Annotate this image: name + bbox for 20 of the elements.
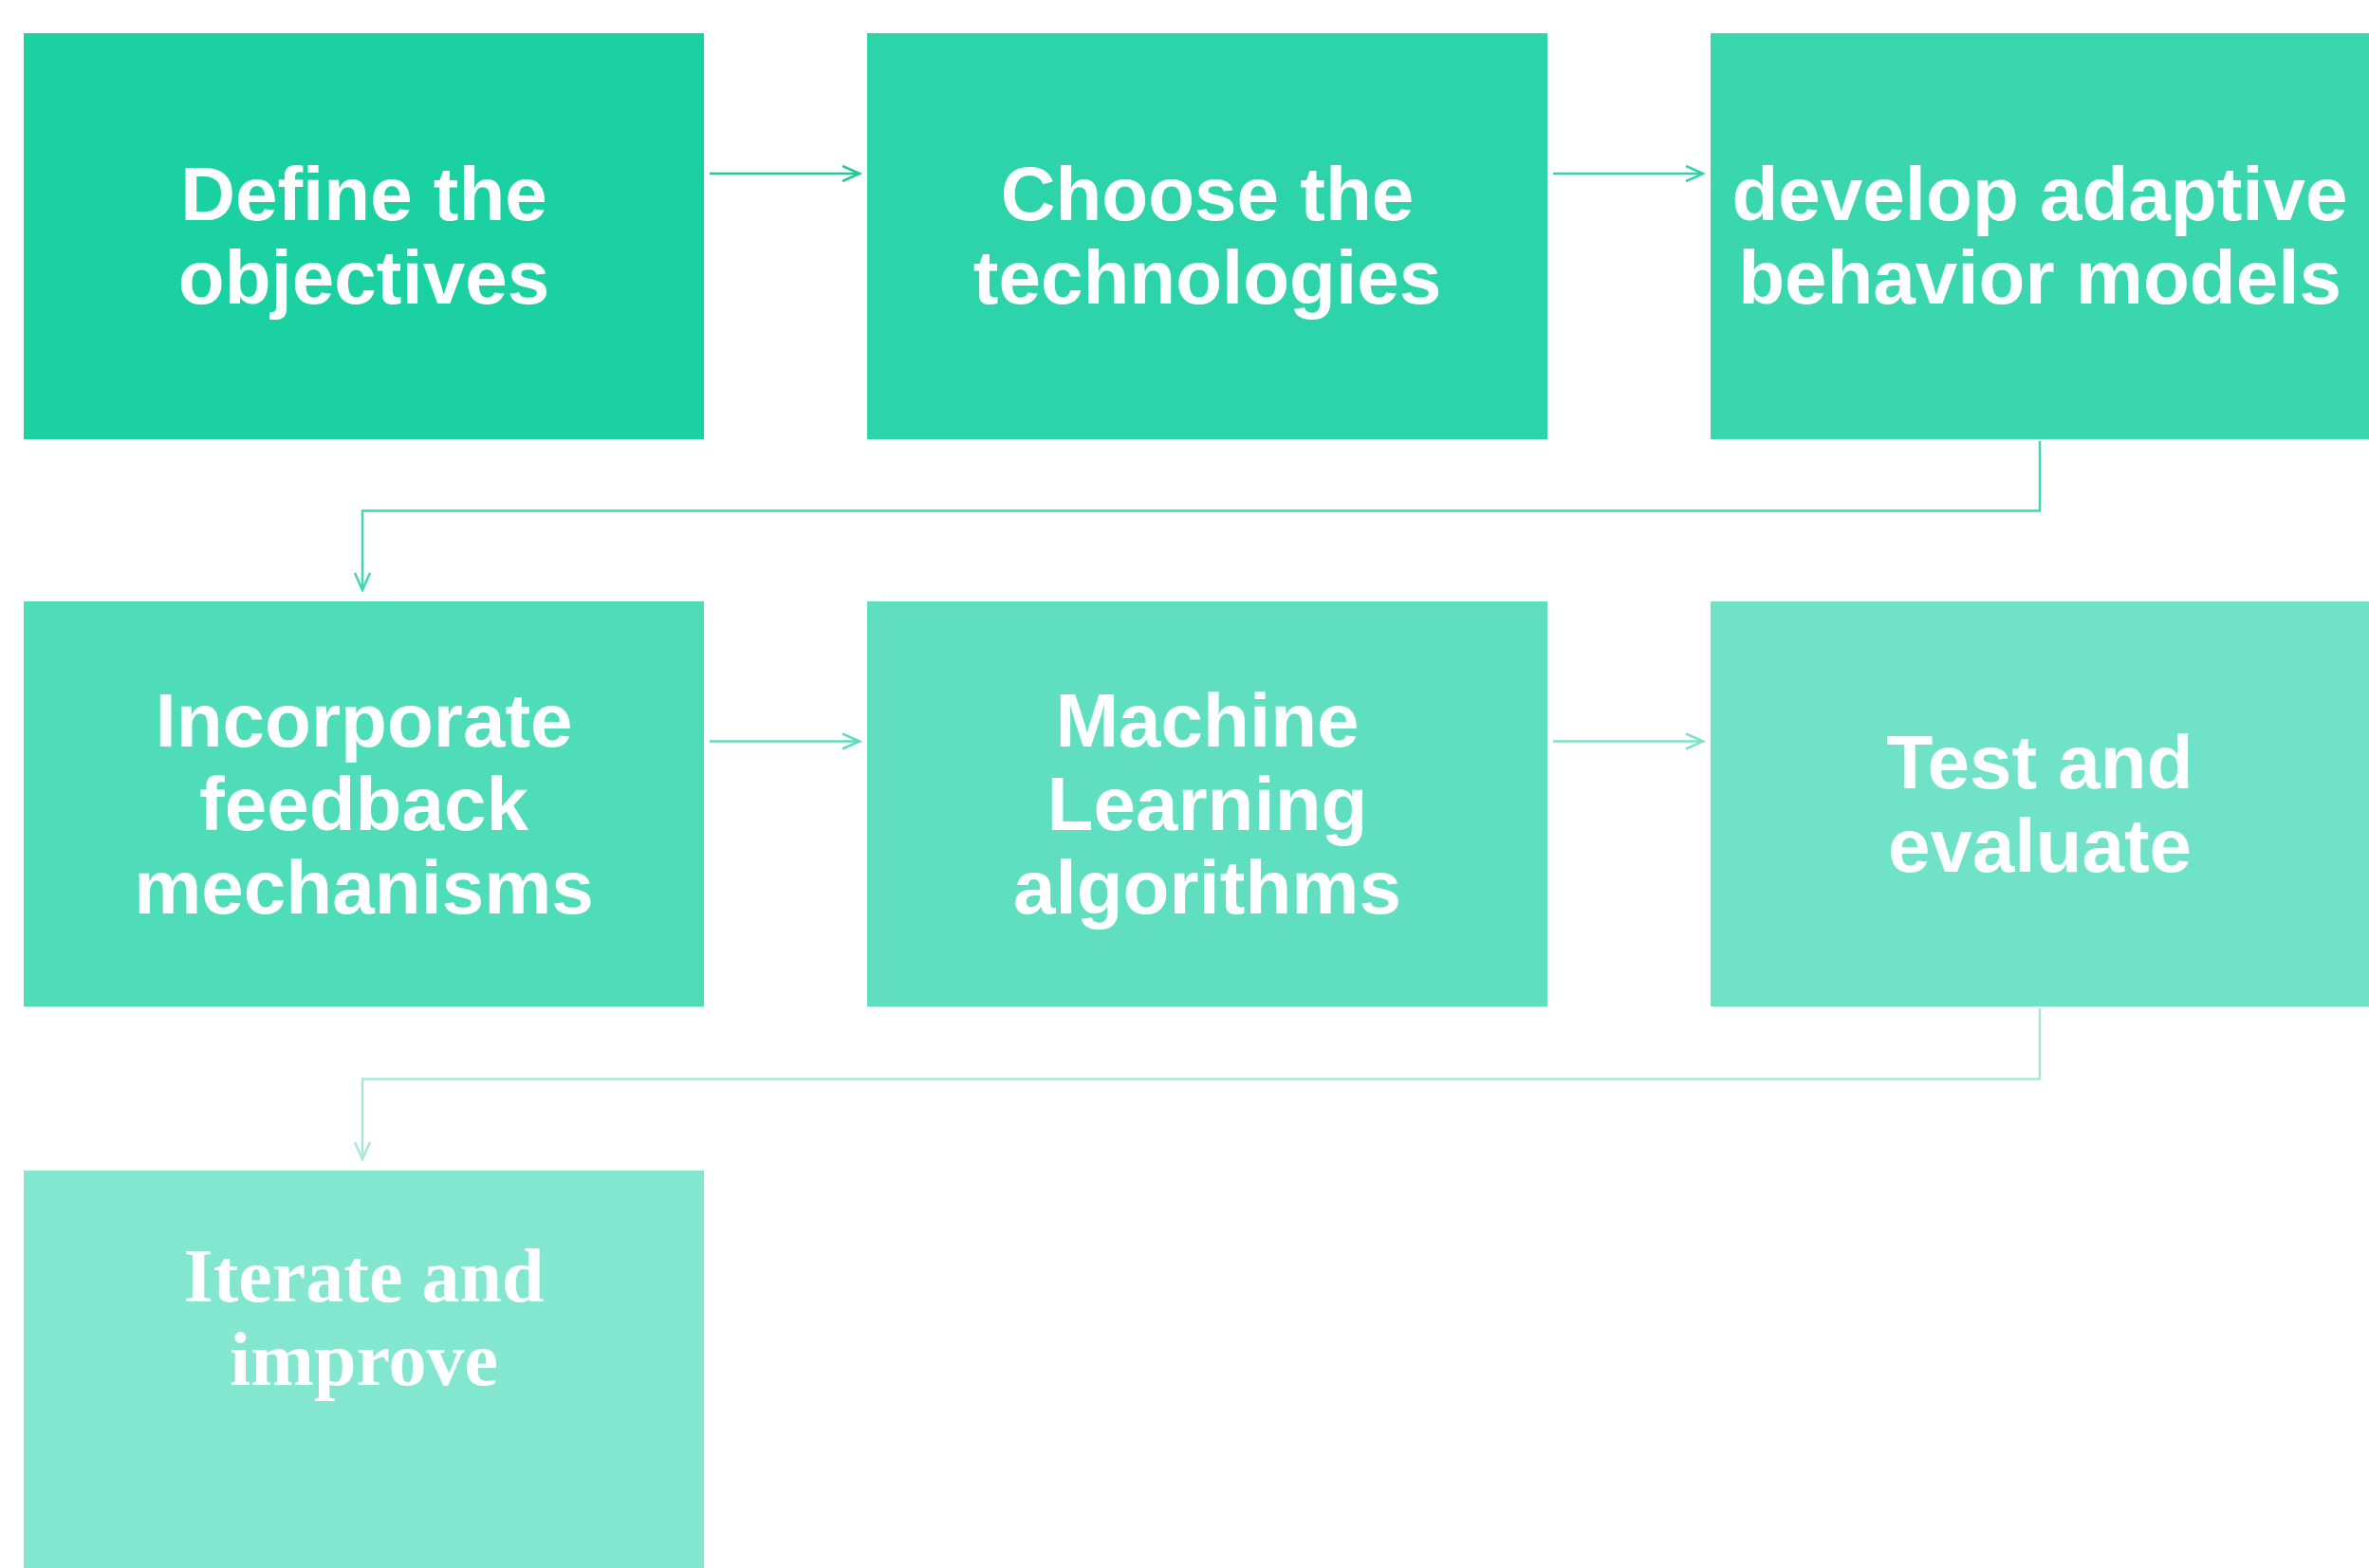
process-box <box>24 601 704 1006</box>
step-label: Iterate and improve <box>182 1233 546 1401</box>
process-box <box>867 601 1547 1006</box>
arrow <box>1553 164 1705 183</box>
arrow <box>1553 732 1705 750</box>
step-label: Define the objectives <box>176 153 551 320</box>
process-box <box>1711 601 2369 1006</box>
process-box <box>1711 33 2369 439</box>
step-label: develop adaptive behavior models <box>1730 153 2349 320</box>
arrow <box>710 164 861 183</box>
arrow <box>353 1008 2042 1161</box>
step-label: Test and evaluate <box>1885 720 2194 888</box>
arrow <box>710 732 861 750</box>
process-box <box>24 1171 704 1568</box>
process-box <box>867 33 1547 439</box>
arrow <box>353 441 2042 592</box>
step-label: Choose the technologies <box>972 153 1443 320</box>
process-box <box>24 33 704 439</box>
step-label: Machine Learning algorithms <box>1012 678 1402 930</box>
step-label: Incorporate feedback mechanisms <box>133 678 595 930</box>
